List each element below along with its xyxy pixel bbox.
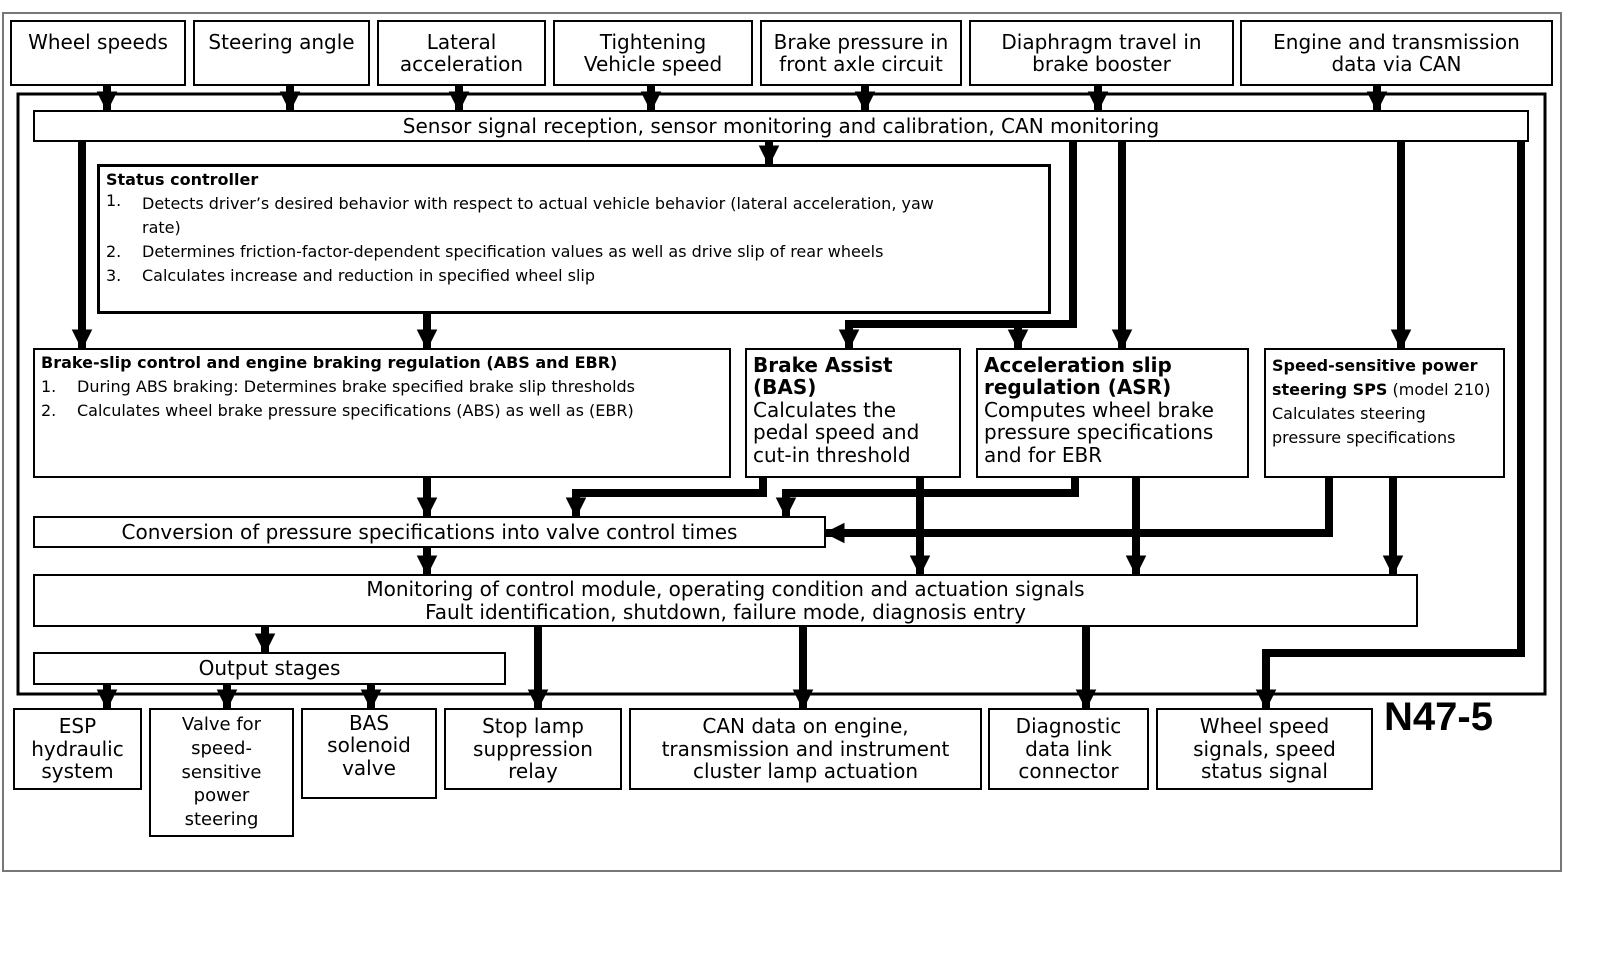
sensor-reception-label: Sensor signal reception, sensor monitori… xyxy=(402,113,1160,138)
asr-title-line1: Acceleration slip xyxy=(984,353,1172,377)
conversion-block: Conversion of pressure specifications in… xyxy=(33,516,826,548)
input-vehicle-speed: Tightening Vehicle speed xyxy=(553,20,753,86)
monitoring-block: Monitoring of control module, operating … xyxy=(33,574,1418,627)
input-vehicle-speed-line2: Vehicle speed xyxy=(583,52,723,76)
output-stages-label: Output stages xyxy=(198,656,341,681)
arrow-sensor-to-wheel-speed-signals xyxy=(1255,142,1525,711)
asr-block: Acceleration slip regulation (ASR) Compu… xyxy=(976,348,1249,478)
monitoring-line1: Monitoring of control module, operating … xyxy=(366,577,1085,602)
control-module-frame xyxy=(16,92,1547,696)
status-item-1: 1. Detects driver’s desired behavior wit… xyxy=(106,190,934,237)
output-stop-lamp-relay: Stop lamp suppression relay xyxy=(444,708,622,790)
outer-frame xyxy=(2,12,1562,872)
input-engine-transmission-line2: data via CAN xyxy=(1331,52,1462,76)
input-brake-pressure-line1: Brake pressure in xyxy=(773,29,949,54)
input-diaphragm-travel-line2: brake booster xyxy=(1032,52,1171,76)
asr-title-line2: regulation (ASR) xyxy=(984,375,1172,400)
arrow-asr-to-conversion xyxy=(775,478,1079,519)
input-wheel-speeds-label: Wheel speeds xyxy=(28,29,168,54)
bas-block: Brake Assist (BAS) Calculates the pedal … xyxy=(745,348,961,478)
input-steering-angle: Steering angle xyxy=(193,20,370,86)
abs-ebr-title: Brake-slip control and engine braking re… xyxy=(41,353,618,372)
module-label: N47-5 xyxy=(1384,695,1493,739)
sps-block: Speed-sensitive power steering SPS (mode… xyxy=(1264,348,1505,478)
conversion-label: Conversion of pressure specifications in… xyxy=(121,519,738,544)
sps-title-line2: steering SPS (model 210) xyxy=(1272,380,1491,399)
input-diaphragm-travel-line1: Diaphragm travel in xyxy=(1001,29,1202,54)
abs-item-2: 2. Calculates wheel brake pressure speci… xyxy=(41,400,634,420)
output-can-data: CAN data on engine, transmission and ins… xyxy=(629,708,982,790)
input-lateral-acceleration: Lateral acceleration xyxy=(377,20,546,86)
arrow-sensor-to-bas xyxy=(838,142,1077,351)
output-esp-hydraulic: ESP hydraulic system xyxy=(13,708,142,790)
arrow-bas-to-conversion xyxy=(565,478,767,519)
input-brake-pressure: Brake pressure in front axle circuit xyxy=(760,20,962,86)
input-brake-pressure-line2: front axle circuit xyxy=(779,52,943,76)
input-wheel-speeds: Wheel speeds xyxy=(10,20,186,86)
sensor-reception-block: Sensor signal reception, sensor monitori… xyxy=(33,110,1529,142)
bas-title: Brake Assist (BAS) xyxy=(753,353,893,400)
input-engine-transmission: Engine and transmission data via CAN xyxy=(1240,20,1553,86)
input-vehicle-speed-line1: Tightening xyxy=(599,29,707,54)
output-sps-valve: Valve for speed- sensitive power steerin… xyxy=(149,708,294,837)
input-diaphragm-travel: Diaphragm travel in brake booster xyxy=(969,20,1234,86)
status-controller-block: Status controller 1. Detects driver’s de… xyxy=(97,164,1051,314)
input-lateral-acceleration-line1: Lateral xyxy=(426,29,497,54)
input-engine-transmission-line1: Engine and transmission xyxy=(1273,29,1520,54)
abs-ebr-block: Brake-slip control and engine braking re… xyxy=(33,348,731,478)
abs-item-1: 1. During ABS braking: Determines brake … xyxy=(41,376,636,396)
output-diagnostic-connector: Diagnostic data link connector xyxy=(988,708,1149,790)
output-stages-block: Output stages xyxy=(33,652,506,685)
input-lateral-acceleration-line2: acceleration xyxy=(399,52,524,76)
input-steering-angle-label: Steering angle xyxy=(208,29,355,54)
arrow-sps-to-conversion xyxy=(823,478,1333,544)
monitoring-line2: Fault identification, shutdown, failure … xyxy=(425,599,1026,624)
status-item-3: 3. Calculates increase and reduction in … xyxy=(106,265,595,285)
output-bas-valve: BAS solenoid valve xyxy=(301,708,437,799)
status-controller-title: Status controller xyxy=(106,170,259,189)
status-item-2: 2. Determines friction-factor-dependent … xyxy=(106,241,884,261)
output-wheel-speed-signals: Wheel speed signals, speed status signal xyxy=(1156,708,1373,790)
sps-title-line1: Speed-sensitive power xyxy=(1272,356,1478,375)
